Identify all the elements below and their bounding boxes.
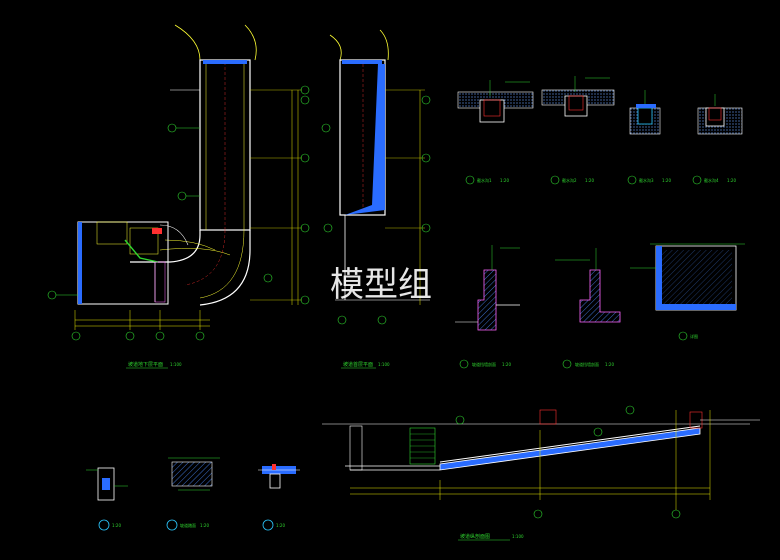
detail-2-title: 截水沟2 xyxy=(562,177,577,183)
detail-3-title: 截水沟3 xyxy=(639,177,654,183)
wall-section-1-scale: 1:20 xyxy=(502,362,511,367)
basement-plan: 坡道地下层平面 1:100 xyxy=(47,24,310,369)
detail-1-scale: 1:20 xyxy=(500,178,509,183)
small-detail-3-scale: 1:20 xyxy=(276,523,285,528)
watermark-text: 模型组 xyxy=(330,265,432,305)
basement-plan-title: 坡道地下层平面 xyxy=(128,361,163,368)
wall-section-2-scale: 1:20 xyxy=(605,362,614,367)
trench-details: 截水沟1 1:20 截水沟2 1:20 截水沟3 1:20 截水沟4 1:20 xyxy=(457,76,743,185)
wall-sections: 坡道挡墙剖面 1:20 坡道挡墙剖面 1:20 详图 xyxy=(455,243,745,369)
detail-4-scale: 1:20 xyxy=(727,178,736,183)
longitudinal-section: 坡道纵剖面图 1:100 xyxy=(322,405,760,541)
detail-1-title: 截水沟1 xyxy=(477,177,492,183)
ground-plan-scale: 1:100 xyxy=(378,362,390,367)
wall-section-2-title: 坡道挡墙剖面 xyxy=(575,361,599,367)
small-detail-2-title: 坡道踏面 xyxy=(180,522,196,528)
detail-3-scale: 1:20 xyxy=(662,178,671,183)
detail-big-title: 详图 xyxy=(690,333,698,339)
longitudinal-section-title: 坡道纵剖面图 xyxy=(460,533,490,540)
ground-plan: 坡道首层平面 1:100 xyxy=(321,29,431,369)
ground-plan-title: 坡道首层平面 xyxy=(343,361,373,368)
detail-2-scale: 1:20 xyxy=(585,178,594,183)
wall-section-1-title: 坡道挡墙剖面 xyxy=(472,361,496,367)
small-details: 1:20 坡道踏面 1:20 1:20 xyxy=(86,457,300,531)
small-detail-2-scale: 1:20 xyxy=(200,523,209,528)
small-detail-1-scale: 1:20 xyxy=(112,523,121,528)
detail-4-title: 截水沟4 xyxy=(704,177,719,183)
longitudinal-section-scale: 1:100 xyxy=(512,534,524,539)
basement-plan-scale: 1:100 xyxy=(170,362,182,367)
